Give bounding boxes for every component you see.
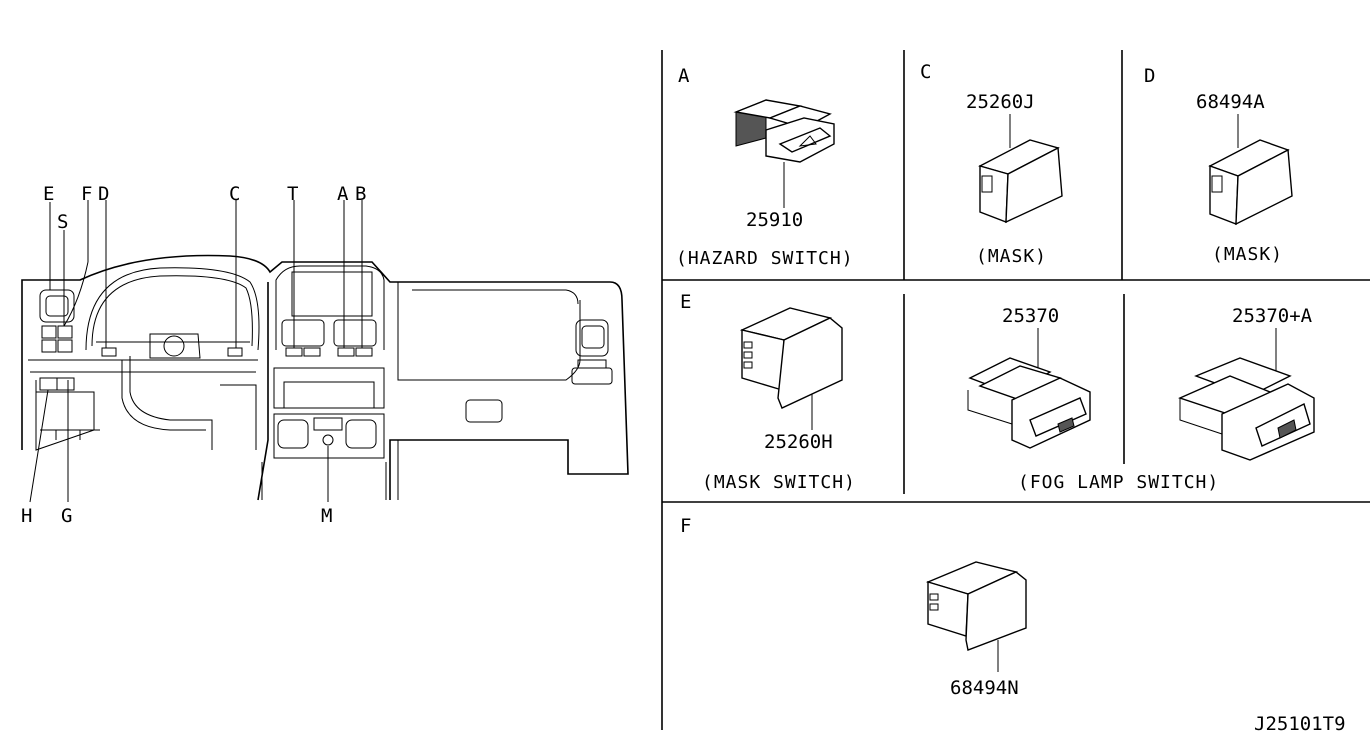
mask-f-part bbox=[925, 561, 1027, 651]
panel-e-part-number: 25260H bbox=[764, 431, 833, 453]
hazard-switch-part bbox=[733, 99, 835, 163]
callout-g: G bbox=[61, 505, 72, 527]
panel-d-part-number: 68494A bbox=[1196, 91, 1265, 113]
callout-d: D bbox=[98, 183, 109, 205]
panel-fog-lamp: 25370 25370+A (FOG LAMP SWITCH) bbox=[967, 305, 1315, 493]
fog-caption: (FOG LAMP SWITCH) bbox=[1018, 472, 1219, 493]
fog-part-number-1: 25370 bbox=[1002, 305, 1059, 327]
panel-c-letter: C bbox=[920, 61, 931, 83]
panel-c-caption: (MASK) bbox=[976, 246, 1047, 267]
callout-s: S bbox=[57, 211, 68, 233]
panel-f-part-number: 68494N bbox=[950, 677, 1019, 699]
panel-d: D 68494A (MASK) bbox=[1144, 65, 1293, 265]
callout-c: C bbox=[229, 183, 240, 205]
callout-t: T bbox=[287, 183, 298, 205]
fog-part-number-2: 25370+A bbox=[1232, 305, 1313, 327]
mask-switch-part bbox=[739, 307, 843, 409]
panel-a-part-number: 25910 bbox=[746, 209, 803, 231]
callout-e: E bbox=[43, 183, 54, 205]
callout-f: F bbox=[81, 183, 92, 205]
panel-d-caption: (MASK) bbox=[1212, 244, 1283, 265]
callout-a: A bbox=[337, 183, 349, 205]
callout-b: B bbox=[355, 183, 366, 205]
panel-grid bbox=[661, 50, 1370, 730]
panel-c-part-number: 25260J bbox=[966, 91, 1035, 113]
panel-a-caption: (HAZARD SWITCH) bbox=[676, 248, 854, 269]
fog-lamp-switch-part-1 bbox=[967, 357, 1091, 449]
mask-d-part bbox=[1208, 139, 1293, 226]
panel-e: E 25260H (MASK SWITCH) bbox=[680, 291, 856, 493]
panel-e-caption: (MASK SWITCH) bbox=[702, 472, 856, 493]
diagram-code: J25101T9 bbox=[1254, 713, 1346, 735]
panel-a: A 25910 (HAZARD SWITCH) bbox=[676, 65, 854, 269]
panel-d-letter: D bbox=[1144, 65, 1155, 87]
callout-h: H bbox=[21, 505, 32, 527]
dashboard-overview: E S F D C T A B H G M bbox=[21, 183, 629, 527]
panel-f: F 68494N bbox=[680, 515, 1027, 699]
fog-lamp-switch-part-2 bbox=[1178, 357, 1315, 461]
panel-c: C 25260J (MASK) bbox=[920, 61, 1063, 267]
panel-a-letter: A bbox=[678, 65, 690, 87]
panel-e-letter: E bbox=[680, 291, 691, 313]
callout-m: M bbox=[321, 505, 332, 527]
mask-c-part bbox=[978, 139, 1063, 224]
panel-f-letter: F bbox=[680, 515, 691, 537]
